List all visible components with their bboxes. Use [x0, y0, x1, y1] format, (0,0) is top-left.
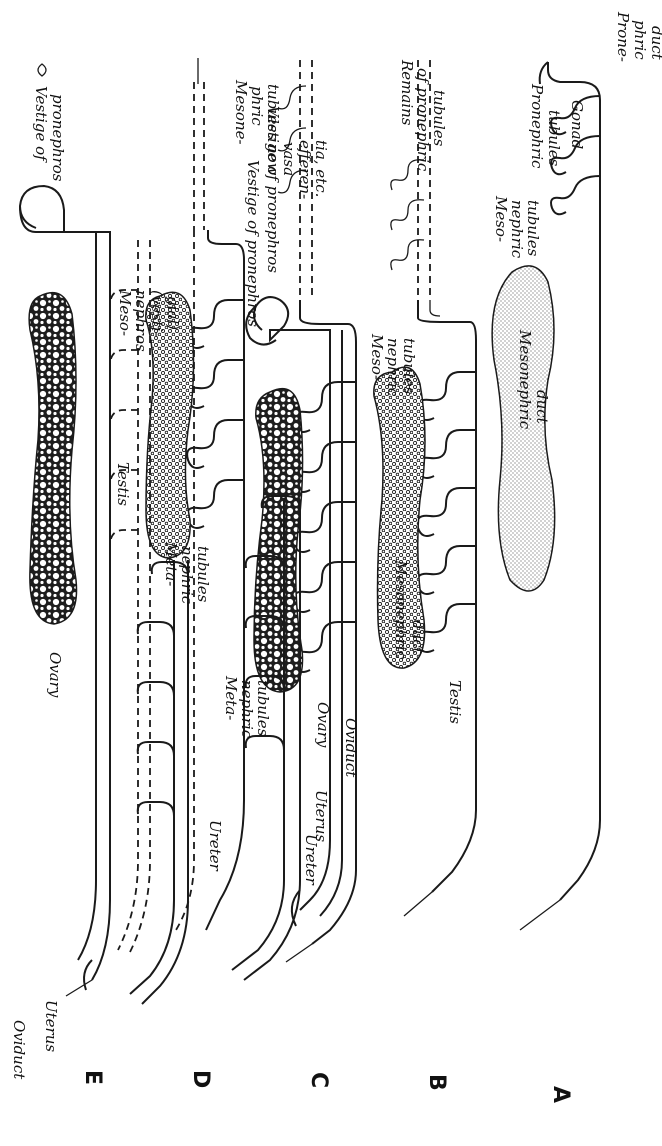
ovary-c: [254, 389, 303, 692]
ovary-e: [29, 293, 76, 624]
label-mesonephros-e-3: (vesti-: [148, 290, 166, 337]
duct-b-top: [430, 300, 440, 316]
label-mesonephric-tubules-b-1: Meso-: [492, 195, 510, 242]
label-pronephric-tubules-1: Pronephric: [528, 83, 546, 169]
label-vestige-pronephros-e-1: Vestige of: [32, 86, 50, 163]
cloaca-line-b: [404, 892, 432, 916]
label-pronephric-duct-1: Prone-: [614, 11, 632, 62]
label-testis-d: Testis: [114, 462, 132, 506]
label-pronephric-duct-3: duct: [648, 26, 662, 61]
mesonephric-tubules-c: [293, 382, 356, 672]
label-metanephric-d-1: Meta-: [222, 675, 240, 720]
label-ovary-c: Ovary: [314, 702, 332, 748]
label-vasa-2: phric: [248, 86, 266, 126]
ureter-e-outer: [142, 560, 188, 1004]
label-mesonephric-duct-b-1: Mesonephric: [516, 329, 534, 430]
label-mesonephros-e-4: gial): [164, 296, 182, 330]
pronephric-duct-inner: [540, 62, 548, 84]
label-group-d: Mesone- phric tubules now vasa efferen- …: [114, 79, 330, 1088]
label-uterus-e: Uterus: [42, 1000, 60, 1052]
label-vestige-pronephros-e-2: pronephros: [49, 94, 67, 182]
cloaca-line-a: [520, 900, 560, 930]
panel-letter-b: B: [424, 1074, 449, 1091]
label-testis-b: Testis: [446, 680, 464, 724]
label-remains-3: tubules: [430, 90, 448, 147]
panel-letter-d: D: [188, 1070, 213, 1088]
label-remains-2: of pronephric: [414, 68, 432, 172]
panel-letter-a: A: [548, 1086, 573, 1103]
label-metanephric-d-2: nephric: [238, 680, 256, 739]
pronephric-duct: [548, 62, 600, 900]
oviduct-e-funnel: [20, 206, 96, 232]
label-mesonephros-e-2: nephros: [132, 290, 150, 352]
label-mesonephric-duct-c-2: duct: [409, 620, 427, 655]
mesonephric-tubules-b: [417, 372, 476, 652]
label-gonad: Gonad: [568, 100, 586, 149]
panel-letter-e: E: [80, 1070, 105, 1085]
label-oviduct-e: Oviduct: [10, 1020, 28, 1080]
label-mesonephros-e-1: Meso-: [116, 289, 134, 336]
vanished-duct-d: [194, 82, 204, 230]
vasa-efferentia-d: [187, 300, 244, 528]
label-vasa-7: tia, etc.: [312, 140, 330, 197]
label-vasa-1: Mesone-: [232, 79, 250, 145]
label-vestige-pronephros-c: Vestige of pronephros: [244, 160, 262, 327]
label-mesonephric-tubules-b-3: tubules: [524, 200, 542, 257]
label-pronephric-tubules-2: tubules: [545, 110, 563, 167]
label-remains-1: Remains: [398, 59, 416, 126]
cloaca-line-e: [66, 980, 92, 996]
mesonephric-duct-b: [418, 300, 476, 892]
label-ovary-e: Ovary: [46, 652, 64, 698]
label-mesonephric-duct-c-1: Mesonephric: [392, 559, 410, 660]
ureter-e: [130, 560, 174, 994]
label-mesonephric-tubules-c-2: nephric: [384, 338, 402, 397]
vestige-pronephros-e: [38, 64, 46, 76]
remains-pronephric-tubules: [391, 160, 424, 270]
label-mesonephric-tubules-c-1: Meso-: [368, 333, 386, 380]
oviduct-e-inner: [78, 232, 96, 960]
panel-b: [374, 60, 476, 916]
uterus-e: [84, 960, 92, 990]
label-metanephric-e-3: tubules: [194, 546, 212, 603]
label-vestige-pronephros-d: Vestige of pronephros: [264, 106, 282, 273]
label-oviduct-c: Oviduct: [342, 718, 360, 778]
label-mesonephric-tubules-c-3: tubules: [400, 338, 418, 395]
cloaca-line-c: [286, 944, 312, 962]
label-mesonephric-duct-b-2: duct: [533, 390, 551, 425]
label-metanephric-e-1: Meta-: [162, 541, 180, 586]
label-vasa-6: efferen-: [296, 140, 314, 199]
label-pronephric-duct-2: phric: [631, 20, 649, 60]
label-ureter-e: Ureter: [206, 820, 224, 872]
label-metanephric-d-3: tubules: [254, 680, 272, 737]
panel-letter-c: C: [306, 1072, 331, 1088]
label-metanephric-e-2: nephric: [178, 546, 196, 605]
label-mesonephric-tubules-b-2: nephric: [508, 200, 526, 259]
panel-a: [492, 62, 600, 930]
label-ureter-d: Ureter: [302, 834, 320, 886]
